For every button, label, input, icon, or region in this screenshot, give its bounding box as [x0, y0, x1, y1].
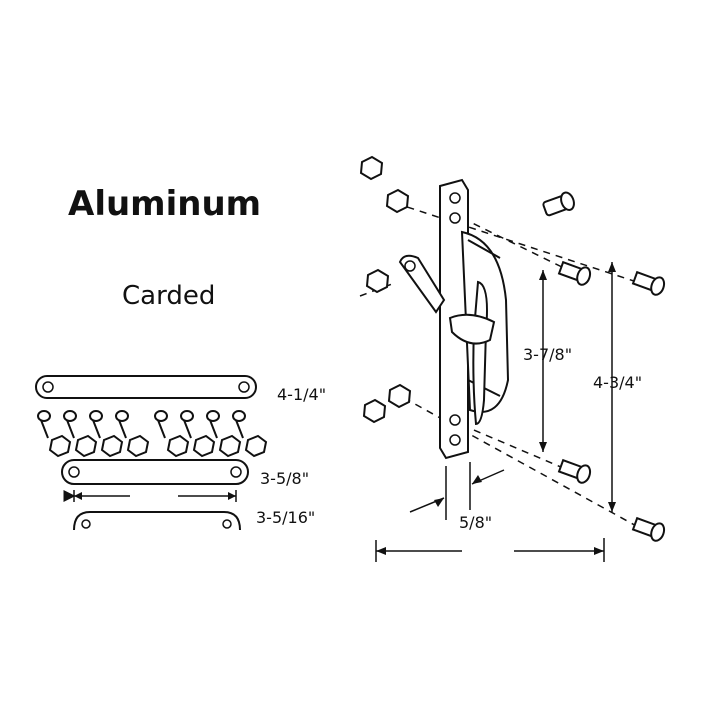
screw-lower-outer [631, 516, 666, 542]
screw-lower-inner [557, 458, 592, 484]
plate-medium [61, 459, 249, 485]
strike-plates-group: 4-1/4" [35, 375, 326, 531]
dimension-width-label: 5/8" [459, 513, 492, 532]
nut-top-left [359, 155, 384, 181]
nut-bottom-left [362, 398, 387, 424]
title-text: Aluminum [68, 184, 261, 224]
dimension-outer-height-label: 4-3/4" [593, 373, 642, 392]
dimension-inner-height [539, 270, 547, 452]
nut-middle [365, 268, 390, 294]
screw-upper-inner [557, 260, 592, 286]
screw-upper-outer [631, 270, 666, 296]
nut-top-right [385, 188, 410, 214]
plate-short [73, 511, 241, 531]
dimension-outer-height [608, 262, 616, 512]
nut-bottom-right [387, 383, 412, 409]
dimension-width [409, 462, 505, 520]
subtitle-text: Carded [122, 281, 215, 311]
plate-long-label: 4-1/4" [277, 385, 326, 404]
plate-medium-label: 3-5/8" [260, 469, 309, 488]
plate-long [35, 375, 257, 399]
dimension-base-span [375, 538, 605, 562]
plate-short-label: 3-5/16" [256, 508, 315, 527]
latch-body [398, 178, 510, 460]
dimension-inner-height-label: 3-7/8" [523, 345, 572, 364]
screws-row [37, 410, 246, 439]
nuts-row [48, 434, 268, 458]
sash-lock-assembly: 3-7/8" 4-3/4" 5/8" [359, 155, 666, 562]
screw-top-plug [542, 191, 575, 217]
